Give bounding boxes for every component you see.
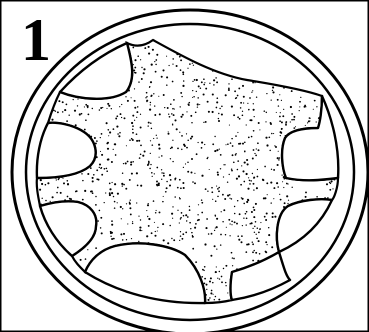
- panel-number-label: 1: [21, 8, 51, 72]
